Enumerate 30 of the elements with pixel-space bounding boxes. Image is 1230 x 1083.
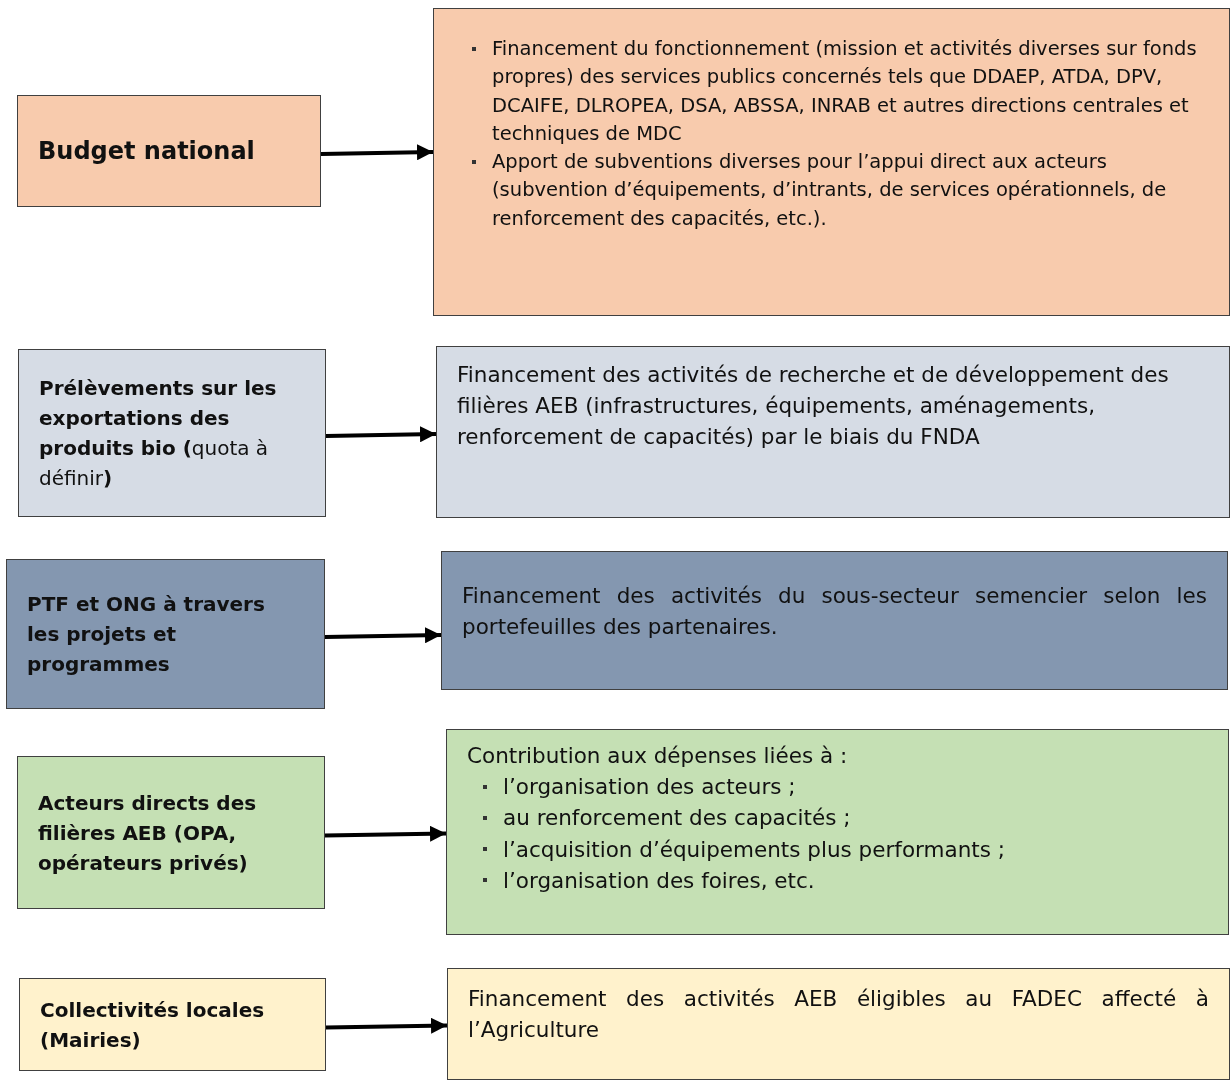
source-box — [17, 756, 325, 909]
bullet-text: l’organisation des acteurs ; — [503, 774, 796, 800]
bullet-text: l’organisation des foires, etc. — [503, 867, 815, 893]
bullet-text: au renforcement des capacités ; — [503, 805, 851, 831]
description-box — [447, 968, 1230, 1080]
arrow — [320, 144, 434, 161]
description-text: Financement des activités du sous-secteur semencier selon les portefeuilles des partenaires. — [462, 582, 1207, 642]
bullet-text: l’acquisition d’équipements plus performants ; — [503, 836, 1005, 862]
source-box — [18, 349, 326, 517]
source-box — [19, 978, 326, 1071]
bullet-text: Apport de subventions diverses pour l’appui direct aux acteurs (subvention d’équipements, d’intrants, de services opérationnels, de renforcement des capacités, etc.). — [492, 150, 1167, 230]
source-box — [6, 559, 325, 709]
description-text: Financement des activités de recherche et de développement des filières AEB (infrastructures, équipements, aménagements, renforcement de capacités) par le biais du FNDA — [457, 361, 1170, 452]
source-label: Collectivités locales (Mairies) — [40, 996, 266, 1054]
source-label: PTF et ONG à travers les projets et programmes — [27, 591, 266, 678]
description-box — [446, 729, 1229, 935]
source-label: Acteurs directs des filières AEB (OPA, opérateurs privés) — [38, 789, 258, 877]
source-box — [17, 95, 321, 207]
description-box — [436, 346, 1230, 518]
bullet-text: Financement du fonctionnement (mission et activités diverses sur fonds propres) des services publics concernés tels que DDAEP, ATDA, DPV, DCAIFE, DLROPEA, DSA, ABSSA, INRAB et autres directions centrales et techniques de MDC — [492, 37, 1197, 145]
arrow — [325, 1017, 448, 1034]
arrow — [324, 825, 447, 842]
source-label: Budget national — [38, 136, 256, 167]
description-box — [433, 8, 1230, 316]
description-text: Financement des activités AEB éligibles au FADEC affecté à l’Agriculture — [468, 985, 1209, 1045]
heading-text: Contribution aux dépenses liées à : — [467, 742, 849, 770]
source-label: Prélèvements sur les exportations des produits bio (quota à définir) — [39, 375, 278, 492]
arrow — [325, 426, 437, 443]
description-box — [441, 551, 1228, 690]
arrow — [324, 627, 442, 644]
